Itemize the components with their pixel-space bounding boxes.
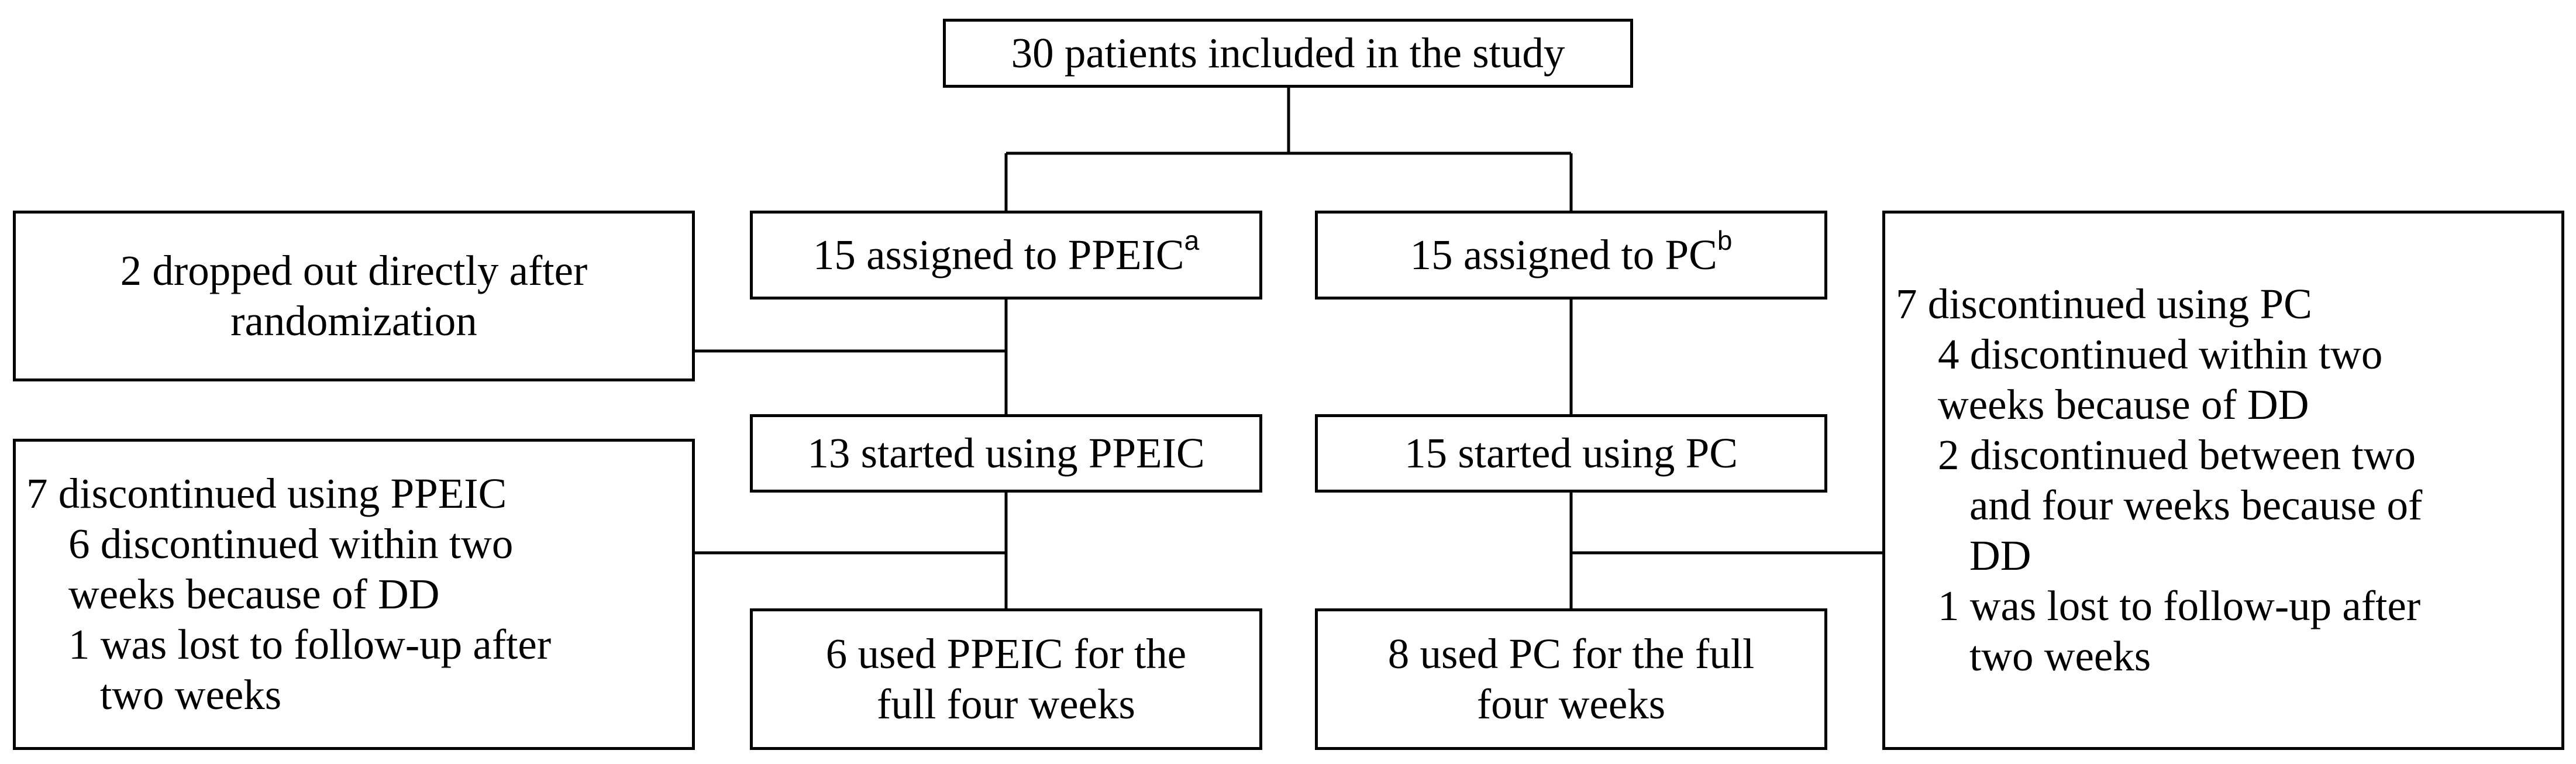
ppeic-full-line-1: 6 used PPEIC for the [825, 630, 1187, 677]
dropout-line-2: randomization [230, 297, 477, 345]
pc-discontinued-line-5: and four weeks because of [1969, 481, 2423, 529]
pc-full-line-1: 8 used PC for the full [1387, 630, 1755, 677]
pc-discontinued-line-2: 4 discontinued within two [1938, 331, 2383, 378]
dropout-box: 2 dropped out directly after randomizati… [13, 211, 695, 381]
pc-full-line-2: four weeks [1476, 680, 1666, 728]
footnote-marker-a: a [1184, 225, 1200, 256]
ppeic-discontinued-line-1: 7 discontinued using PPEIC [26, 470, 507, 517]
pc-discontinued-line-8: two weeks [1969, 632, 2151, 680]
pc-discontinued-box: 7 discontinued using PC 4 discontinued w… [1882, 211, 2564, 750]
pc-assigned-box: 15 assigned to PCb [1315, 211, 1827, 300]
ppeic-full-line-2: full four weeks [877, 680, 1135, 728]
ppeic-discontinued-line-3: weeks because of DD [68, 570, 440, 618]
pc-started-line: 15 started using PC [1404, 429, 1738, 477]
footnote-marker-b: b [1717, 225, 1733, 256]
ppeic-discontinued-box: 7 discontinued using PPEIC 6 discontinue… [13, 439, 695, 750]
pc-discontinued-line-7: 1 was lost to follow-up after [1938, 582, 2421, 629]
ppeic-assigned-text: 15 assigned to PPEIC [812, 231, 1184, 278]
ppeic-assigned-box: 15 assigned to PPEICa [750, 211, 1262, 300]
ppeic-assigned-line: 15 assigned to PPEICa [812, 227, 1199, 280]
pc-discontinued-line-6: DD [1969, 532, 2031, 579]
ppeic-full-box: 6 used PPEIC for the full four weeks [750, 608, 1262, 750]
top-box: 30 patients included in the study [943, 19, 1633, 88]
pc-assigned-text: 15 assigned to PC [1410, 231, 1717, 278]
pc-started-box: 15 started using PC [1315, 414, 1827, 493]
ppeic-discontinued-line-5: two weeks [100, 671, 282, 718]
ppeic-discontinued-line-4: 1 was lost to follow-up after [68, 621, 552, 668]
ppeic-started-line: 13 started using PPEIC [807, 429, 1205, 477]
pc-full-box: 8 used PC for the full four weeks [1315, 608, 1827, 750]
pc-discontinued-line-3: weeks because of DD [1938, 381, 2309, 428]
pc-discontinued-line-4: 2 discontinued between two [1938, 431, 2416, 479]
pc-assigned-line: 15 assigned to PCb [1410, 227, 1733, 280]
pc-discontinued-line-1: 7 discontinued using PC [1896, 280, 2312, 328]
ppeic-discontinued-line-2: 6 discontinued within two [68, 520, 514, 567]
ppeic-started-box: 13 started using PPEIC [750, 414, 1262, 493]
dropout-line-1: 2 dropped out directly after [120, 247, 588, 294]
top-box-line-1: 30 patients included in the study [1011, 29, 1565, 77]
